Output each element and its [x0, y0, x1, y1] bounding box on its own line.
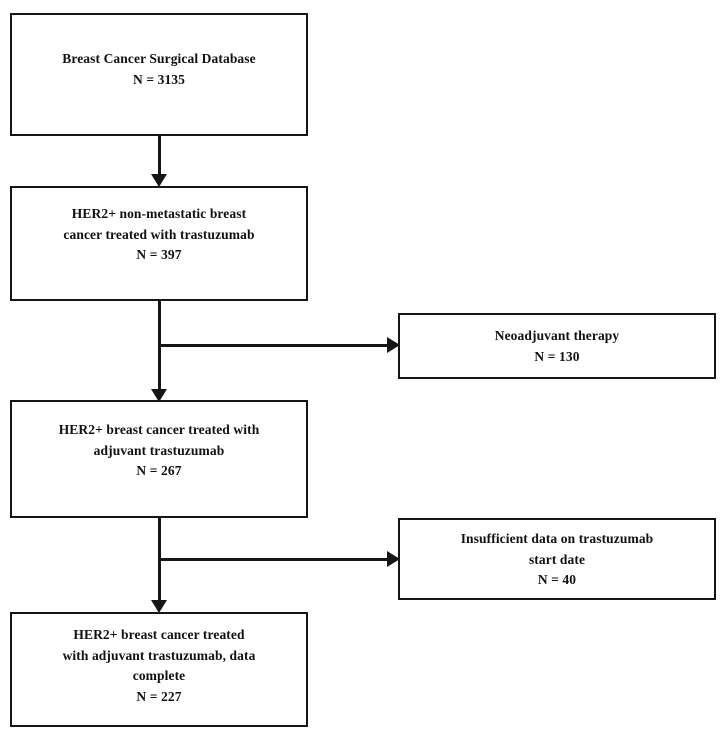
connector-her2-to-neoadjuvant-line — [158, 344, 390, 347]
flow-node-her2-trastuzumab-line-2: cancer treated with trastuzumab — [63, 226, 255, 242]
flow-node-insufficient-data: Insufficient data on trastuzumab start d… — [398, 518, 716, 600]
connector-adjuvant-to-complete-line — [158, 518, 161, 604]
flow-node-data-complete-line-2: with adjuvant trastuzumab, data — [62, 647, 256, 663]
connector-adjuvant-to-insufficient-line — [158, 558, 390, 561]
flow-node-data-complete-line-1: HER2+ breast cancer treated — [73, 627, 245, 642]
flow-node-neoadjuvant: Neoadjuvant therapy N = 130 — [398, 313, 716, 379]
connector-her2-to-adjuvant-line — [158, 301, 161, 393]
flow-node-data-complete: HER2+ breast cancer treated with adjuvan… — [10, 612, 308, 727]
connector-adjuvant-to-complete-arrowhead-icon — [151, 600, 167, 613]
flow-node-adjuvant: HER2+ breast cancer treated with adjuvan… — [10, 400, 308, 518]
connector-database-to-her2-line — [158, 136, 161, 178]
flow-node-insufficient-data-count: N = 40 — [537, 572, 577, 587]
flow-node-data-complete-count: N = 227 — [136, 688, 182, 704]
flow-node-adjuvant-text: HER2+ breast cancer treated with adjuvan… — [12, 420, 306, 482]
flow-node-adjuvant-line-2: adjuvant trastuzumab — [93, 442, 225, 458]
flow-node-neoadjuvant-line-1: Neoadjuvant therapy — [494, 328, 620, 343]
flow-node-data-complete-text: HER2+ breast cancer treated with adjuvan… — [12, 625, 306, 707]
connector-adjuvant-to-insufficient-arrowhead-icon — [387, 551, 400, 567]
connector-database-to-her2-arrowhead-icon — [151, 174, 167, 187]
flow-node-neoadjuvant-count: N = 130 — [534, 348, 580, 364]
flow-node-adjuvant-count: N = 267 — [136, 463, 182, 478]
flow-node-insufficient-data-line-1: Insufficient data on trastuzumab — [460, 531, 654, 546]
flow-node-database-count: N = 3135 — [133, 71, 185, 87]
flow-node-adjuvant-line-1: HER2+ breast cancer treated with — [58, 422, 260, 437]
flow-node-her2-trastuzumab-count: N = 397 — [136, 247, 182, 262]
flow-node-insufficient-data-line-2: start date — [528, 551, 586, 567]
flow-node-insufficient-data-text: Insufficient data on trastuzumab start d… — [400, 529, 714, 591]
flow-node-neoadjuvant-text: Neoadjuvant therapy N = 130 — [400, 326, 714, 367]
flow-node-database: Breast Cancer Surgical Database N = 3135 — [10, 13, 308, 136]
flow-node-data-complete-line-3: complete — [132, 668, 186, 683]
flow-node-database-text: Breast Cancer Surgical Database N = 3135 — [12, 49, 306, 90]
connector-her2-to-adjuvant-arrowhead-icon — [151, 389, 167, 402]
flow-node-her2-trastuzumab-text: HER2+ non-metastatic breast cancer treat… — [12, 204, 306, 266]
flow-node-database-line-1: Breast Cancer Surgical Database — [62, 51, 256, 66]
connector-her2-to-neoadjuvant-arrowhead-icon — [387, 337, 400, 353]
flow-node-her2-trastuzumab: HER2+ non-metastatic breast cancer treat… — [10, 186, 308, 301]
flow-node-her2-trastuzumab-line-1: HER2+ non-metastatic breast — [71, 206, 247, 221]
